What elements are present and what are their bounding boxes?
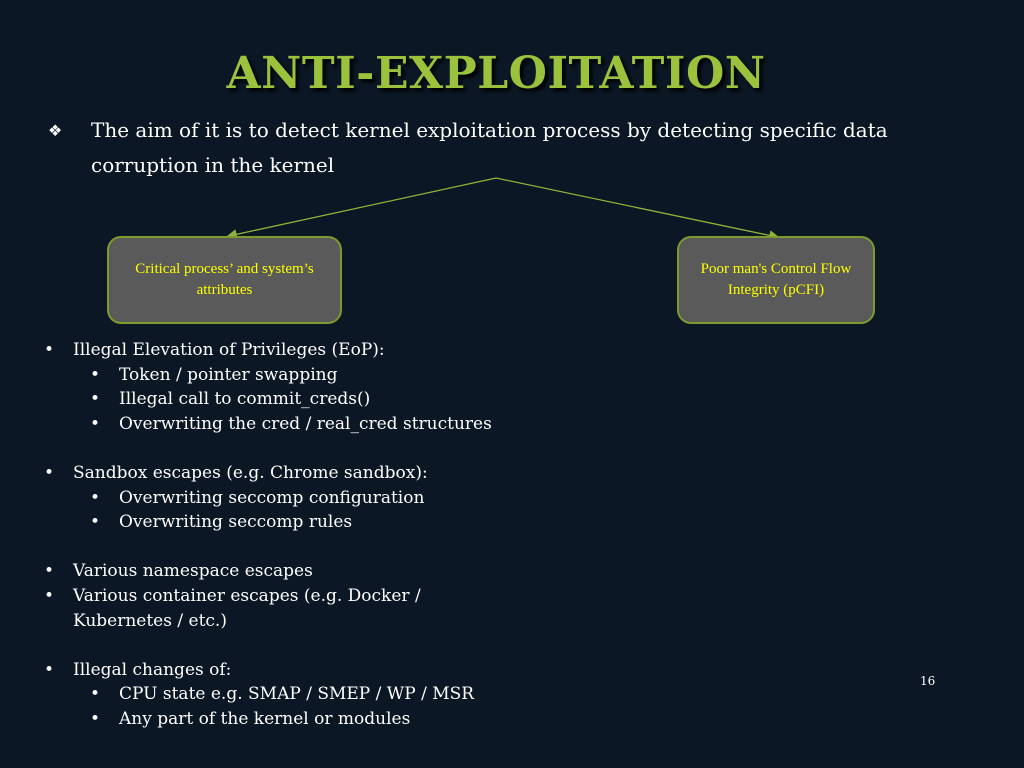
box-critical-attributes: Critical process’ and system’s attribute… <box>107 236 342 324</box>
list-item-continuation: Kubernetes / etc.) <box>73 610 227 631</box>
four-diamond-bullet-icon: ❖ <box>48 121 63 140</box>
list-subitem: •Any part of the kernel or modules <box>90 708 411 729</box>
list-item: •Illegal Elevation of Privileges (EoP): <box>44 340 385 360</box>
bullet-list: •Illegal Elevation of Privileges (EoP): … <box>40 338 492 732</box>
list-subitem: •Overwriting the cred / real_cred struct… <box>90 413 492 434</box>
page-number: 16 <box>920 674 936 688</box>
arrow-right <box>495 177 780 241</box>
list-subitem: •CPU state e.g. SMAP / SMEP / WP / MSR <box>90 684 475 705</box>
arrow-left <box>226 177 497 240</box>
slide-title: ANTI-EXPLOITATION <box>226 48 766 99</box>
list-subitem: •Illegal call to commit_creds() <box>90 389 371 410</box>
box-pcfi: Poor man's Control Flow Integrity (pCFI) <box>677 236 875 324</box>
list-item: •Illegal changes of: <box>44 659 232 680</box>
list-item: •Sandbox escapes (e.g. Chrome sandbox): <box>44 462 428 483</box>
list-item: •Various container escapes (e.g. Docker … <box>44 585 421 606</box>
list-subitem: •Token / pointer swapping <box>90 364 338 385</box>
intro-text: The aim of it is to detect kernel exploi… <box>91 118 888 177</box>
list-item: •Various namespace escapes <box>44 561 313 582</box>
list-subitem: •Overwriting seccomp rules <box>90 512 353 533</box>
list-subitem: •Overwriting seccomp configuration <box>90 487 425 508</box>
intro-paragraph: ❖ The aim of it is to detect kernel expl… <box>48 113 968 183</box>
